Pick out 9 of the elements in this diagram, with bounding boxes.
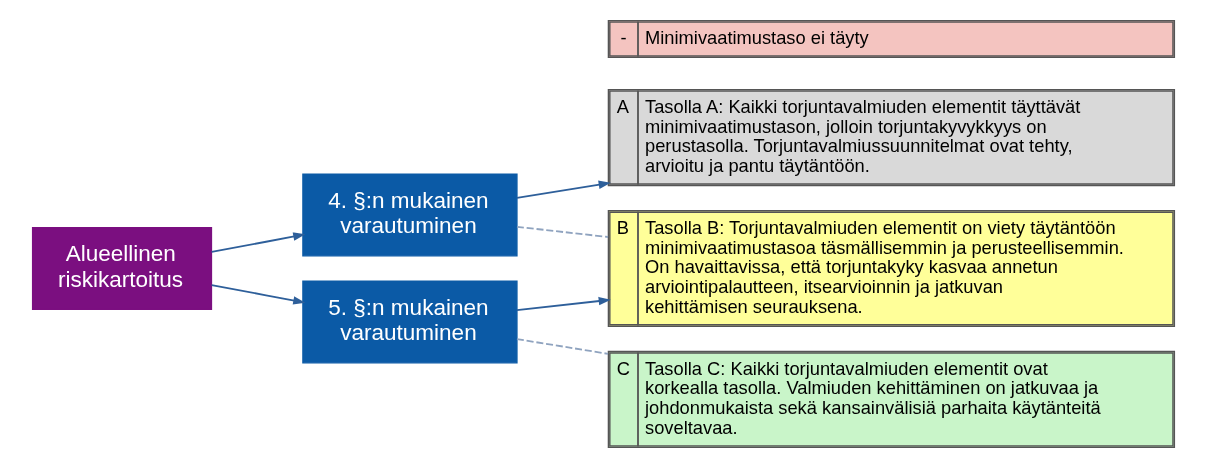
node-box: 5. §:n mukainen varautuminen bbox=[302, 280, 518, 364]
connector bbox=[516, 225, 609, 238]
arrow bbox=[210, 284, 306, 305]
arrow bbox=[210, 232, 306, 253]
node-box: Alueellinen riskikartoitus bbox=[31, 226, 213, 311]
connector bbox=[516, 338, 609, 355]
arrow bbox=[516, 180, 611, 199]
arrow bbox=[516, 296, 611, 312]
node-box: 4. §:n mukainen varautuminen bbox=[302, 173, 518, 257]
